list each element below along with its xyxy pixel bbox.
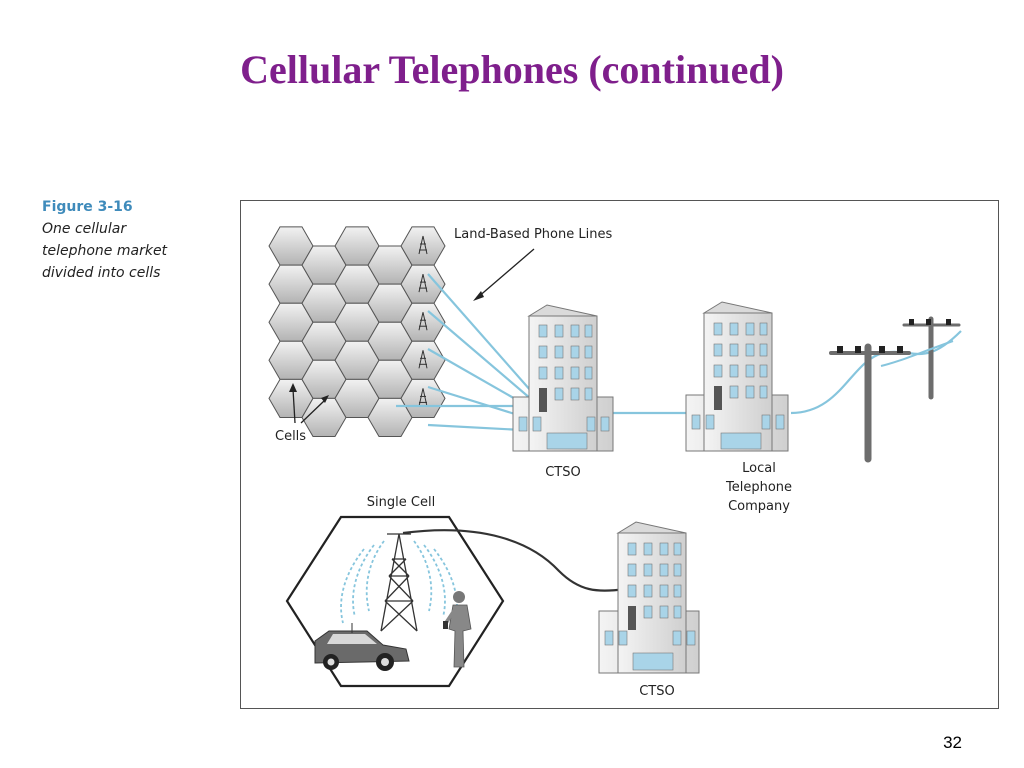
land-lines-arrowhead bbox=[473, 291, 484, 301]
door-icon bbox=[539, 388, 547, 412]
cells-label: Cells bbox=[275, 429, 306, 444]
ctso-bottom-label: CTSO bbox=[639, 684, 675, 699]
cell-tower-icon bbox=[380, 533, 418, 632]
single-cell-label: Single Cell bbox=[367, 495, 435, 510]
figure-label: Figure 3-16 bbox=[42, 199, 133, 215]
local-company-label-line-2: Telephone bbox=[725, 480, 792, 495]
land-lines-pointer bbox=[476, 248, 535, 299]
car-icon bbox=[314, 623, 410, 671]
person-with-phone-icon bbox=[443, 591, 472, 668]
utility-pole-front bbox=[829, 343, 911, 463]
ctso-building-bottom bbox=[598, 521, 700, 674]
tower-to-ctso-line bbox=[402, 529, 626, 592]
cells-arrowhead-up bbox=[289, 383, 297, 392]
local-telephone-company-building bbox=[685, 301, 789, 452]
ctso-building-top bbox=[512, 304, 614, 452]
cells-pointer-up bbox=[292, 388, 296, 424]
utility-pole-back bbox=[902, 316, 961, 400]
land-lines-label: Land-Based Phone Lines bbox=[454, 227, 612, 242]
cell-tower-icon bbox=[418, 388, 428, 407]
local-company-label-line-3: Company bbox=[728, 499, 790, 514]
cells-arrowhead-diag bbox=[321, 395, 329, 403]
pole-wire-extra bbox=[880, 340, 954, 367]
slide-title: Cellular Telephones (continued) bbox=[240, 47, 784, 92]
local-company-label: Local Telephone Company bbox=[725, 461, 792, 514]
figure-frame: Land-Based Phone Lines Cells CTSO bbox=[240, 200, 999, 709]
cells-pointer-diag bbox=[300, 400, 325, 424]
cell-tower-icon bbox=[418, 350, 428, 369]
ctso-top-label: CTSO bbox=[545, 465, 581, 480]
figure-description: One cellular telephone market divided in… bbox=[42, 221, 168, 281]
cell-grid bbox=[268, 226, 446, 437]
page-number: 32 bbox=[943, 733, 962, 752]
local-company-label-line-1: Local bbox=[742, 461, 776, 476]
cell-tower-icon bbox=[418, 273, 428, 293]
cellular-diagram: Land-Based Phone Lines Cells CTSO bbox=[268, 226, 962, 699]
cell-tower-icon bbox=[418, 235, 428, 255]
cell-tower-icon bbox=[418, 312, 428, 331]
figure-caption: Figure 3-16 One cellular telephone marke… bbox=[42, 196, 232, 284]
